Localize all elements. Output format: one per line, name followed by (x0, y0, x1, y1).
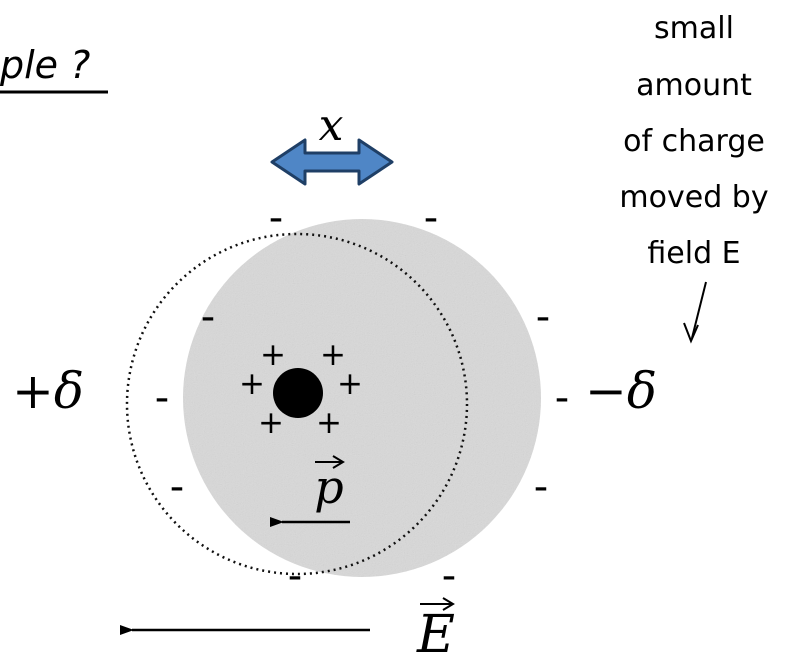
negative-sign-lower-left: - (170, 464, 184, 510)
negative-sign-bottom-left: - (288, 553, 302, 599)
double-headed-arrow-icon (270, 138, 394, 186)
negative-sign-middle-right: - (555, 375, 569, 421)
negative-sign-top-left: - (269, 195, 283, 241)
annotation-line-2: amount (636, 68, 752, 103)
electron-cloud (183, 219, 541, 577)
negative-sign-upper-left: - (201, 294, 215, 340)
nucleus (273, 368, 323, 418)
field-vector-accent-icon (420, 597, 455, 611)
dipole-moment-label: p (314, 460, 343, 514)
displacement-label: x (319, 100, 344, 151)
positive-signs: + + + + + + (239, 337, 363, 441)
negative-signs: - - - - - - - - - - (155, 195, 569, 599)
negative-sign-upper-right: - (536, 294, 550, 340)
title-fragment: ple ? (0, 43, 90, 87)
annotation-block: small amount of charge moved by field E (619, 11, 768, 271)
annotation-line-3: of charge (623, 124, 765, 159)
right-charge-label: −δ (585, 362, 657, 420)
positive-sign-6: + (316, 405, 342, 441)
annotation-line-1: small (654, 11, 734, 46)
annotation-line-5: field E (647, 236, 740, 271)
positive-sign-1: + (260, 337, 286, 373)
negative-sign-lower-right: - (534, 464, 548, 510)
negative-sign-bottom-right: - (442, 553, 456, 599)
positive-sign-4: + (337, 366, 363, 402)
field-label: E (416, 605, 455, 665)
annotation-pointer (691, 281, 707, 339)
left-charge-label: +δ (12, 362, 84, 420)
negative-sign-middle-left: - (155, 375, 169, 421)
right-arrow-accent-icon (315, 455, 345, 469)
annotation-pointer-head (683, 322, 699, 344)
negative-sign-top-right: - (424, 195, 438, 241)
positive-sign-3: + (239, 366, 265, 402)
positive-sign-2: + (320, 337, 346, 373)
positive-sign-5: + (258, 405, 284, 441)
original-cloud-outline (125, 232, 469, 576)
annotation-line-4: moved by (619, 180, 768, 215)
